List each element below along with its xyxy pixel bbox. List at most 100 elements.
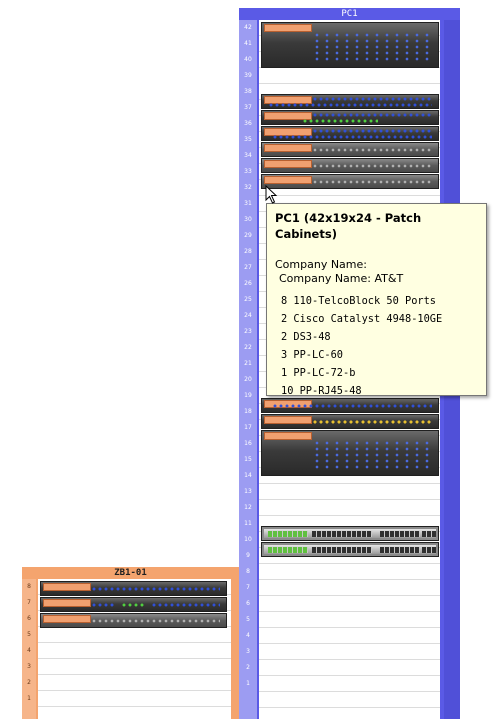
device-ports xyxy=(312,465,432,469)
rack-unit-number: 16 xyxy=(244,440,252,447)
device-model: PP-LC-72-b xyxy=(293,367,356,379)
rack-unit-number: 30 xyxy=(244,216,252,223)
rack-unit-number: 12 xyxy=(244,504,252,511)
rack-device-fiber-panel[interactable] xyxy=(261,158,439,173)
device-count: 8 xyxy=(281,295,288,307)
rack-unit-number: 22 xyxy=(244,344,252,351)
rack-unit-number: 39 xyxy=(244,72,252,79)
device-label-tag xyxy=(264,176,312,184)
device-model: PP-RJ45-48 xyxy=(299,385,362,397)
device-ports xyxy=(272,404,432,408)
rack-unit-number: 26 xyxy=(244,280,252,287)
tooltip-title: PC1 (42x19x24 - Patch Cabinets) xyxy=(275,211,422,241)
tooltip-device-list: 8 110-TelcoBlock 50 Ports 2 Cisco Cataly… xyxy=(275,292,478,400)
device-ports xyxy=(312,129,432,133)
tooltip-device-row: 10 PP-RJ45-48 xyxy=(281,382,478,400)
device-count: 2 xyxy=(281,331,288,343)
device-model: Cisco Catalyst 4948-10GE xyxy=(293,313,443,325)
switch-ports xyxy=(380,547,420,553)
rack-unit-number: 3 xyxy=(246,648,250,655)
rack-unit-number: 8 xyxy=(246,568,250,575)
device-ports xyxy=(312,447,432,451)
device-ports xyxy=(312,453,432,457)
rack-device-patch-panel[interactable] xyxy=(261,126,439,141)
rack-unit-number: 37 xyxy=(244,104,252,111)
switch-ports xyxy=(422,547,436,553)
rack-unit-number: 25 xyxy=(244,296,252,303)
rack-device-cisco-switch[interactable] xyxy=(261,526,439,541)
rack-device-cisco-switch[interactable] xyxy=(261,542,439,557)
rack-info-tooltip: PC1 (42x19x24 - Patch Cabinets) Company … xyxy=(266,203,487,397)
rack-device-fiber-panel[interactable] xyxy=(40,613,227,628)
rack-unit-number: 27 xyxy=(244,264,252,271)
rack-device-patch-panel[interactable] xyxy=(40,581,227,596)
rack-unit-number: 5 xyxy=(27,631,31,638)
device-model: DS3-48 xyxy=(293,331,331,343)
device-count: 2 xyxy=(281,313,288,325)
device-ports xyxy=(312,441,432,445)
rack-unit-number: 32 xyxy=(244,184,252,191)
device-count: 3 xyxy=(281,349,288,361)
rack-unit-number: 38 xyxy=(244,88,252,95)
rack-unit-number: 7 xyxy=(27,599,31,606)
tooltip-company-label: Company Name: xyxy=(275,258,367,271)
rack-device-patch-panel[interactable] xyxy=(261,398,439,413)
rack-unit-number: 29 xyxy=(244,232,252,239)
rack-unit-number: 2 xyxy=(27,679,31,686)
rack-unit-number: 1 xyxy=(27,695,31,702)
device-ports xyxy=(312,148,432,152)
switch-ports xyxy=(268,547,308,553)
tooltip-device-row: 1 PP-LC-72-b xyxy=(281,364,478,382)
device-ports xyxy=(312,57,432,61)
rack-unit-number: 8 xyxy=(27,583,31,590)
device-ports xyxy=(312,97,432,101)
rack-title: PC1 xyxy=(341,9,358,19)
device-count: 1 xyxy=(281,367,288,379)
rack-device-patch-panel[interactable] xyxy=(40,597,227,612)
device-label-tag xyxy=(264,112,312,120)
device-ports xyxy=(91,587,220,591)
device-model: 110-TelcoBlock 50 Ports xyxy=(293,295,436,307)
rack-unit-number: 5 xyxy=(246,616,250,623)
rack-device-fiber-panel[interactable] xyxy=(261,142,439,157)
rack-device-fiber-panel[interactable] xyxy=(261,174,439,189)
device-ports xyxy=(312,420,432,424)
rack-device-patch-panel[interactable] xyxy=(261,94,439,109)
rack-unit-number: 1 xyxy=(246,680,250,687)
rack-device-patch-panel[interactable] xyxy=(261,414,439,429)
rack-unit-number: 23 xyxy=(244,328,252,335)
rack-unit-number: 41 xyxy=(244,40,252,47)
switch-ports xyxy=(422,531,436,537)
rack-unit-number: 10 xyxy=(244,536,252,543)
device-ports xyxy=(312,113,432,117)
rack-unit-number: 33 xyxy=(244,168,252,175)
device-ports xyxy=(312,45,432,49)
device-ports xyxy=(91,603,116,607)
switch-ports xyxy=(268,531,308,537)
rack-unit-number: 20 xyxy=(244,376,252,383)
rack-unit-number: 17 xyxy=(244,424,252,431)
rack-device-patch-panel[interactable] xyxy=(261,110,439,125)
rack-unit-number: 4 xyxy=(246,632,250,639)
device-label-tag xyxy=(264,416,312,424)
rack-unit-number: 6 xyxy=(27,615,31,622)
rack-unit-number: 31 xyxy=(244,200,252,207)
device-ports xyxy=(268,103,432,107)
device-ports xyxy=(151,603,220,607)
device-ports xyxy=(312,180,432,184)
rack-unit-number: 21 xyxy=(244,360,252,367)
rack-unit-number: 19 xyxy=(244,392,252,399)
rack-device-telcoblock[interactable] xyxy=(261,22,439,68)
rack-unit-number: 13 xyxy=(244,488,252,495)
rack-unit-number: 24 xyxy=(244,312,252,319)
tooltip-device-row: 2 Cisco Catalyst 4948-10GE xyxy=(281,310,478,328)
rack-interior xyxy=(38,579,231,719)
device-label-tag xyxy=(43,583,91,591)
tooltip-company-value: Company Name: AT&T xyxy=(279,272,404,285)
rack-unit-number: 2 xyxy=(246,664,250,671)
rack-device-telcoblock[interactable] xyxy=(261,430,439,476)
rack-unit-number: 18 xyxy=(244,408,252,415)
